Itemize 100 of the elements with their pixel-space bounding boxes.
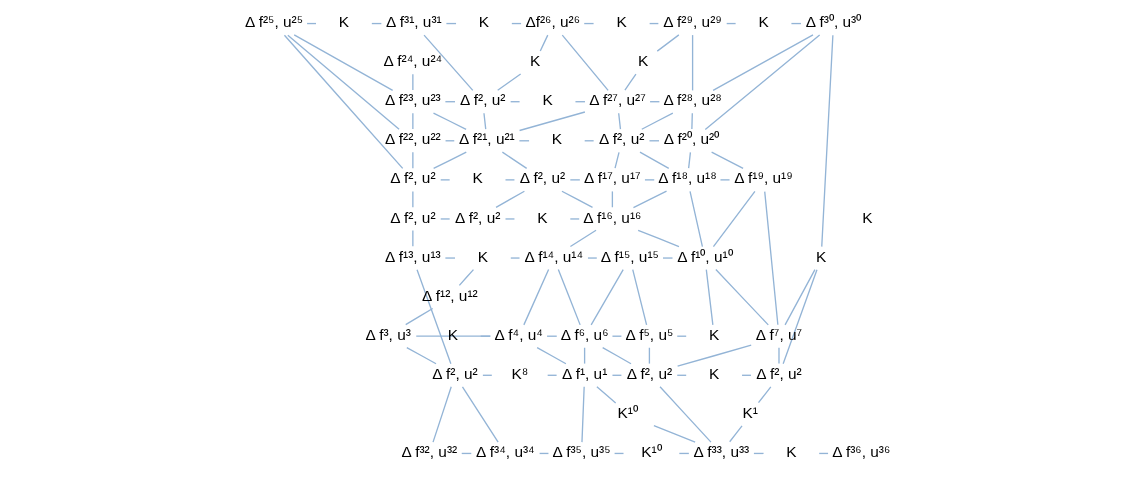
node-text: Δ f¹, u¹ [561,364,607,382]
node-text: Δ f²⁵, u²⁵ [244,13,303,31]
connector [690,112,693,130]
node-text: K [637,52,648,70]
node-text: Δ f², u² [755,364,802,382]
connector [411,190,414,208]
node-text: K [757,13,769,31]
connector [704,34,820,131]
connector [458,268,474,287]
node-text: K [536,208,548,226]
node-text: Δ f¹⁰, u¹⁰ [676,247,733,265]
connector [569,229,597,248]
connector [613,151,620,169]
node-text: Δ f¹⁶, u¹⁶ [582,208,641,226]
connector [432,112,467,131]
node-text: Δ f³⁴, u³⁴ [475,443,535,461]
node-text: K [472,169,483,187]
node-text: Δ f³⁶, u³⁶ [831,443,890,461]
node-text: Δ f²⁹, u²⁹ [662,13,722,31]
connector [482,112,486,130]
connector [431,386,452,443]
node-text: K [541,91,553,109]
connector [501,151,527,169]
connector [688,190,703,248]
node-text: Δ f²⁷, u²⁷ [588,91,646,109]
connector [617,112,621,130]
connector [711,34,814,91]
connector [411,73,414,91]
connector [728,425,743,443]
node-text: Δf²⁶, u²⁶ [524,13,580,31]
connector [631,268,647,326]
node-text: Δ f³², u³² [400,443,457,461]
connector [461,386,499,443]
node-text: Δ f³⁵, u³⁵ [551,443,611,461]
connector [286,34,400,130]
node-text: K [708,364,719,382]
connector [411,229,414,247]
connector [783,268,816,326]
node-text: Δ f², u² [389,169,436,187]
node-text: K [447,325,458,343]
node-text: Δ f², u² [519,169,565,187]
connector [763,190,779,326]
node-text: K [529,52,540,70]
node-text: Δ f⁵, u⁵ [624,325,673,343]
node-text: K⁸ [510,364,528,382]
node-text: Δ f¹⁵, u¹⁵ [600,247,659,265]
connector [411,112,414,130]
connector [293,34,393,91]
node-text: Δ f²², u²² [384,130,441,148]
connector [661,257,673,259]
connector [504,179,515,181]
node-text: K [477,247,488,265]
connector [590,268,624,326]
connector [705,268,714,326]
node-text: Δ f¹⁹, u¹⁹ [733,169,793,187]
connector [444,257,456,259]
node-text: K [338,13,349,31]
connector [415,269,452,365]
connector [656,34,679,52]
node-text: Δ f²³, u²³ [384,91,441,109]
node-text: Δ f²⁸, u²⁸ [662,91,722,109]
connector [637,229,680,248]
connector [557,268,581,326]
connector [643,179,655,181]
node-text: Δ f³⁰, u³⁰ [805,13,861,31]
connector [439,218,450,220]
connector [522,268,549,326]
node-text: Δ f², u² [459,91,505,109]
node-text: Δ f²⁴, u²⁴ [383,52,442,70]
node-text: Δ f¹⁸, u¹⁸ [657,169,717,187]
connector [601,346,632,365]
connector [595,386,616,404]
connector [539,34,548,52]
node-text: Δ f³¹, u³¹ [385,13,442,31]
node-text: Δ f², u² [454,208,500,226]
connector [687,151,691,169]
connector [422,34,473,92]
connector [820,34,834,248]
connector [432,151,467,170]
node-text: K [551,130,562,148]
node-text: Δ f², u² [626,364,672,382]
connector [714,268,769,326]
node-text: K [785,443,796,461]
node-text: K¹ [741,403,758,421]
connector [719,179,730,181]
connector [712,190,756,248]
connector [439,179,450,181]
node-text: K [708,325,719,343]
node-text: Δ f², u² [598,130,644,148]
connector [777,347,780,365]
node-text: Δ f², u² [431,364,478,382]
connector [569,218,580,220]
node-text: Δ f⁷, u⁷ [755,325,802,343]
node-text: K¹⁰ [640,443,662,461]
connector [757,386,771,404]
node-text: Δ f²⁰, u²⁰ [663,130,719,148]
connector [496,73,521,91]
connector [569,179,580,181]
connector [411,151,414,169]
node-text: K [815,247,826,265]
